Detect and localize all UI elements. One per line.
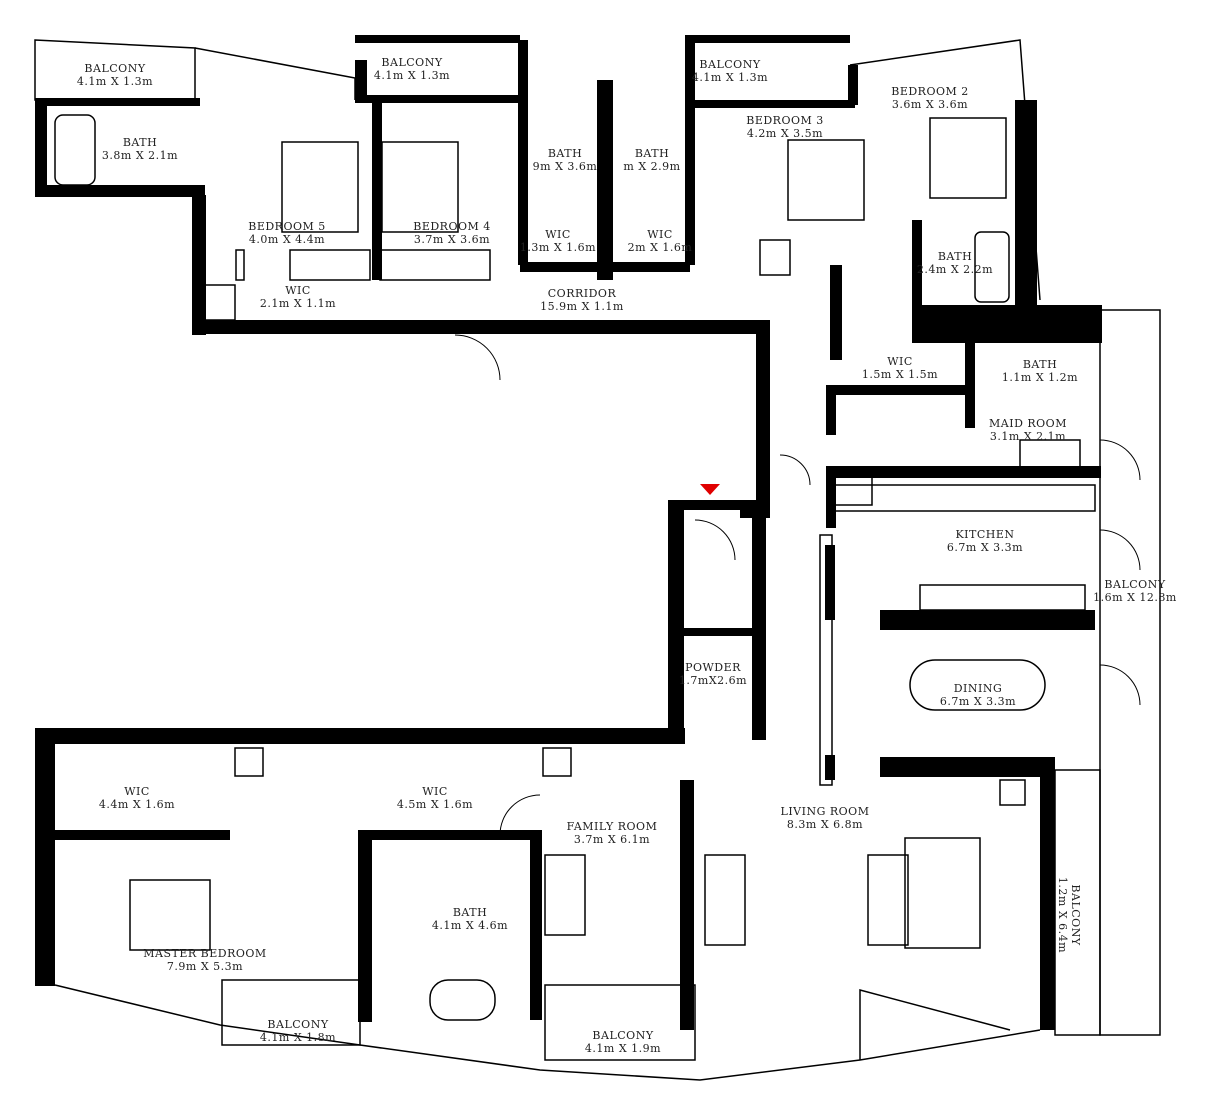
- entry-marker: [700, 484, 720, 495]
- fixtures: [54, 114, 1141, 1021]
- room-label: BALCONY1.2m X 6.4m: [1056, 877, 1082, 953]
- walls: [34, 35, 1161, 1081]
